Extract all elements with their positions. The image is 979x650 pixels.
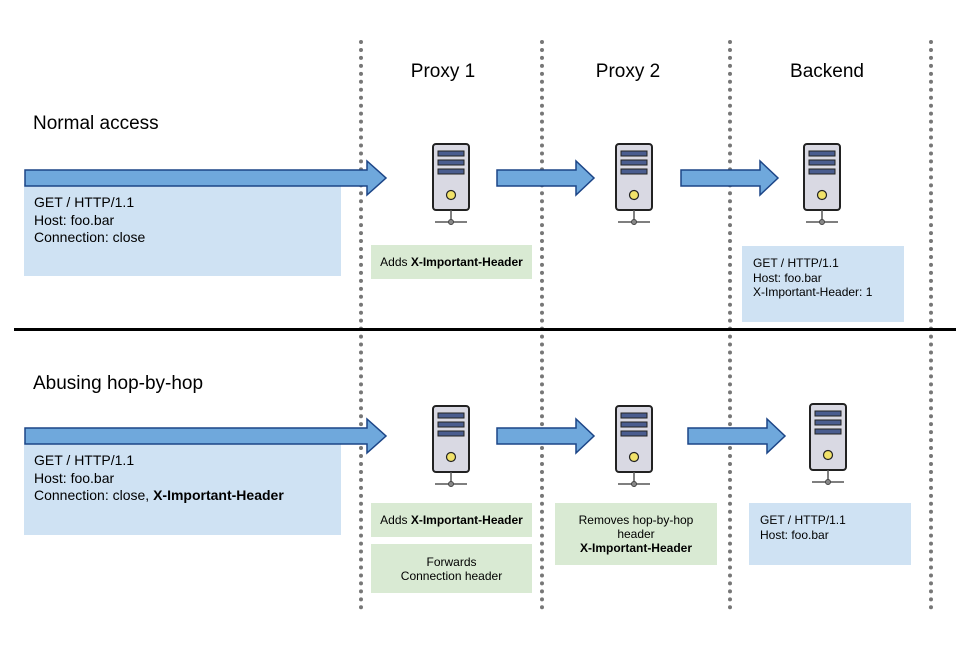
note-prefix: Adds [380,255,411,269]
abuse-arrow-proxy2-to-backend [687,417,787,455]
request-host: Host: foo.bar [753,270,822,285]
column-title-backend: Backend [790,61,864,82]
normal-arrow-client-to-proxy1 [24,159,388,197]
normal-arrow-proxy1-to-proxy2 [496,159,596,197]
server-icon [809,403,847,485]
request-line: GET / HTTP/1.1 [34,194,135,210]
note-header: X-Important-Header [579,541,692,555]
column-title-proxy1: Proxy 1 [410,61,476,82]
request-line: GET / HTTP/1.1 [753,256,839,270]
request-line: GET / HTTP/1.1 [34,452,135,468]
note-text: Removes hop-by-hop header [578,513,694,541]
abuse-arrow-proxy1-to-proxy2 [496,417,596,455]
column-title-proxy2: Proxy 2 [595,61,661,82]
section-title-normal: Normal access [33,113,159,134]
column-separator-1 [359,40,363,610]
server-icon [432,143,470,225]
server-icon [615,405,653,487]
normal-arrow-proxy2-to-backend [680,159,780,197]
normal-proxy1-note: Adds X-Important-Header [371,245,532,279]
note-header: X-Important-Header [410,255,523,269]
request-host: Host: foo.bar [34,469,115,486]
request-connection: Connection: close, X-Important-Header [34,487,331,505]
note-text: Forwards Connection header [400,554,503,583]
request-host: Host: foo.bar [760,527,829,542]
abuse-proxy1-note-adds: Adds X-Important-Header [371,503,532,537]
server-icon [432,405,470,487]
section-divider [14,328,956,331]
server-icon [615,143,653,225]
column-separator-4 [929,40,933,610]
abuse-client-request: GET / HTTP/1.1 Host: foo.bar Connection:… [24,442,341,535]
abuse-arrow-client-to-proxy1 [24,417,388,455]
connection-important-header: X-Important-Header [153,487,284,503]
normal-backend-request: GET / HTTP/1.1 Host: foo.bar X-Important… [742,246,904,322]
server-icon [803,143,841,225]
abuse-backend-request: GET / HTTP/1.1 Host: foo.bar [749,503,911,565]
request-line: GET / HTTP/1.1 [760,513,846,527]
abuse-proxy2-note: Removes hop-by-hop header X-Important-He… [555,503,717,565]
connection-prefix: Connection: close, [34,487,154,503]
column-separator-3 [728,40,732,610]
normal-client-request: GET / HTTP/1.1 Host: foo.bar Connection:… [24,184,341,276]
note-header: X-Important-Header [410,513,523,527]
column-separator-2 [540,40,544,610]
request-connection: Connection: close [34,229,146,245]
section-title-abuse: Abusing hop-by-hop [33,373,204,394]
note-prefix: Adds [380,513,411,527]
request-host: Host: foo.bar [34,211,115,228]
request-important-header: X-Important-Header: 1 [753,285,873,299]
abuse-proxy1-note-forwards: Forwards Connection header [371,544,532,593]
